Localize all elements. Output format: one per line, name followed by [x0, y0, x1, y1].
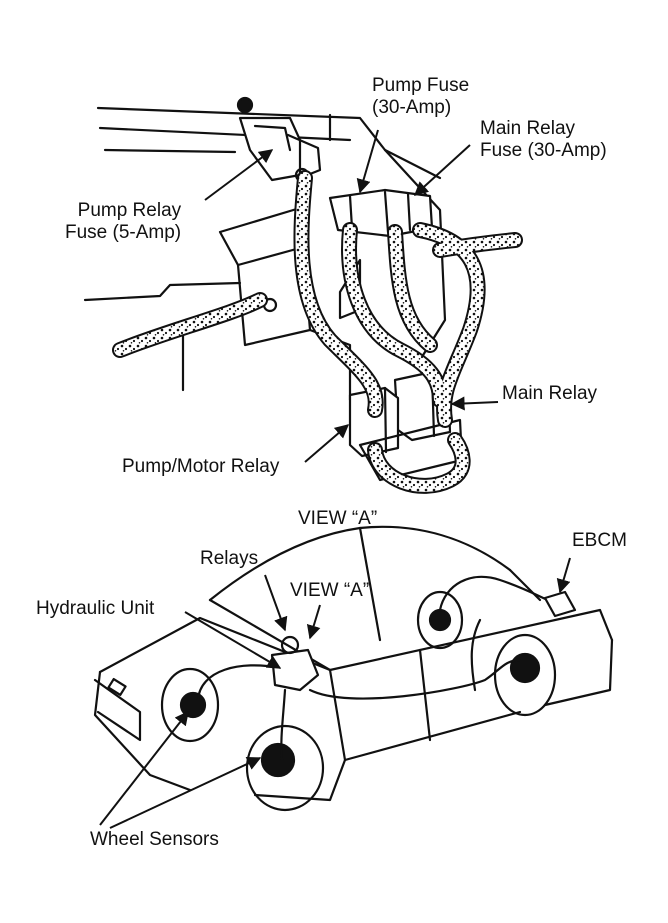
pump-motor-relay-label: Pump/Motor Relay — [122, 456, 280, 477]
wheel-sensor-leader-front-right — [109, 756, 262, 829]
pump-relay-fuse-leader — [204, 149, 274, 201]
mounting-bracket — [218, 206, 312, 347]
front-left-wheel — [160, 667, 220, 743]
pump-relay-fuse-label-line1: Pump Relay — [77, 200, 182, 221]
rear-right-wheel — [493, 633, 557, 717]
pump-fuse-label: Pump Fuse (30-Amp) — [372, 75, 469, 119]
main-relay-fuse-label-line1: Main Relay — [480, 118, 576, 139]
rear-left-wheel — [416, 590, 464, 650]
wire-harness — [112, 170, 523, 494]
ebcm-module — [543, 590, 577, 618]
fender-line — [98, 126, 352, 142]
rear-left-hub — [428, 608, 452, 632]
pump-fuse-leader — [356, 129, 379, 194]
view-a-pointer-label: VIEW “A” — [290, 580, 370, 601]
pump-fuse-label-line1: Pump Fuse — [372, 75, 470, 96]
hydraulic-unit-label: Hydraulic Unit — [36, 598, 155, 619]
vehicle-body — [343, 710, 522, 762]
main-fuse-block — [406, 192, 412, 232]
pump-relay-fuse-block — [253, 124, 292, 152]
view-a-leader — [306, 604, 321, 640]
vehicle-outline — [93, 525, 614, 812]
pump-motor-relay-leader — [304, 424, 350, 463]
main-fuse-block — [383, 190, 390, 234]
relays-leader — [264, 574, 288, 632]
hydraulic-unit-leader — [184, 611, 282, 669]
headlight — [107, 677, 127, 697]
main-relay-fuse-label-line2: Fuse (30-Amp) — [480, 140, 607, 161]
main-relay-label: Main Relay — [502, 383, 598, 404]
ebcm-label: EBCM — [572, 530, 627, 551]
relays-label: Relays — [200, 548, 259, 569]
pump-motor-relay-body — [383, 386, 388, 454]
ebcm-leader — [556, 557, 571, 594]
leader-lines — [204, 129, 499, 463]
main-relay-fuse-leader — [413, 144, 471, 196]
windshield — [358, 526, 382, 642]
wheel-sensors-label: Wheel Sensors — [90, 829, 219, 850]
brake-line — [470, 618, 482, 692]
fender-line — [103, 148, 237, 154]
fender-line — [96, 106, 442, 180]
front-right-hub — [260, 742, 296, 778]
front-left-hub — [179, 691, 207, 719]
main-relay-fuse-label: Main Relay Fuse (30-Amp) — [480, 118, 607, 162]
vehicle-body — [253, 668, 347, 802]
vehicle-body — [543, 638, 614, 707]
mounting-bracket — [236, 246, 302, 267]
brake-line — [308, 658, 522, 700]
mount-knob — [236, 96, 254, 114]
panel-line — [83, 281, 242, 302]
car-leader-lines — [99, 557, 571, 829]
main-relay-leader — [450, 396, 499, 411]
hydraulic-unit — [270, 648, 320, 692]
engine-bay-detail — [83, 96, 464, 482]
view-a-caption: VIEW “A” — [298, 508, 378, 529]
pump-fuse-label-line2: (30-Amp) — [372, 97, 452, 118]
grille — [93, 678, 142, 742]
pump-relay-fuse-label-line2: Fuse (5-Amp) — [65, 222, 182, 243]
rear-right-hub — [509, 652, 541, 684]
wheel-sensor-leader-front-left — [99, 710, 189, 826]
brake-line — [280, 688, 287, 762]
vehicle-body — [93, 670, 192, 792]
brake-line — [196, 664, 282, 702]
door-line — [418, 648, 432, 742]
pump-relay-fuse-label: Pump Relay Fuse (5-Amp) — [65, 200, 181, 244]
hydraulic-reservoir — [280, 635, 300, 655]
